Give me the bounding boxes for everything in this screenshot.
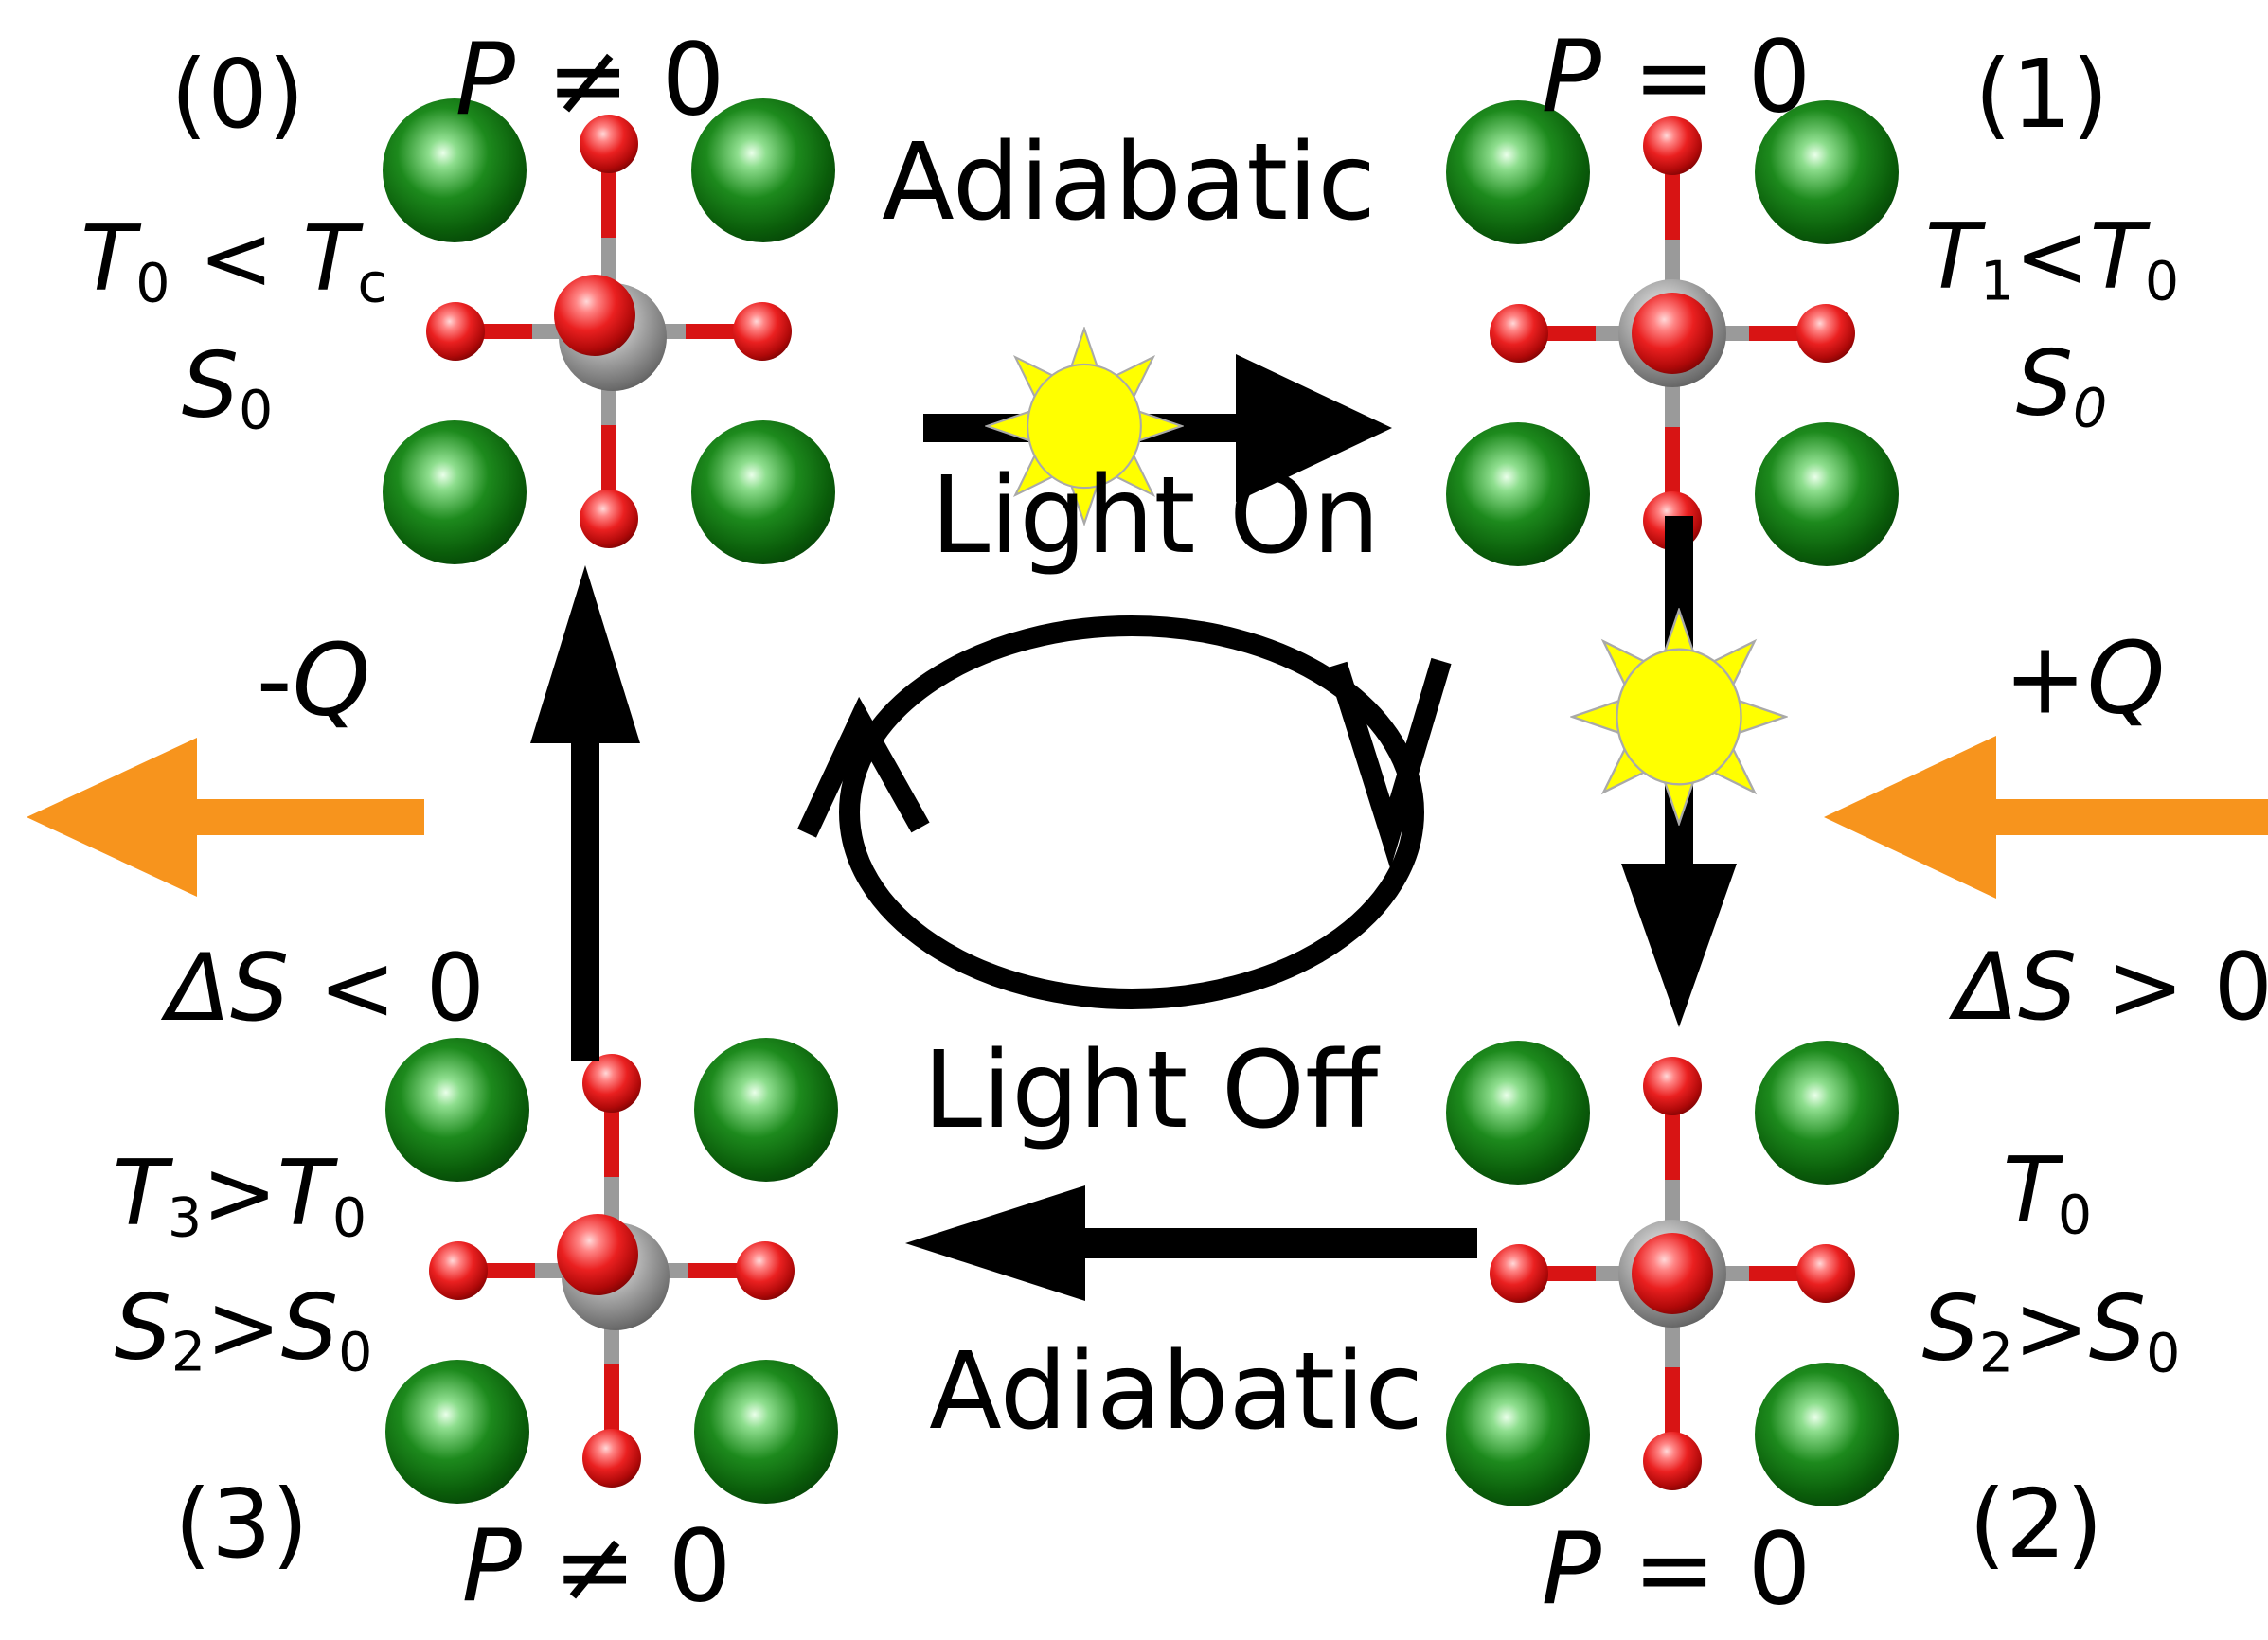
state0-entropy: S0: [181, 333, 274, 442]
oxygen-sphere: [580, 115, 638, 173]
oxygen-sphere: [1490, 1244, 1548, 1303]
oxygen-sphere: [1490, 304, 1548, 363]
state3-index: (3): [174, 1469, 309, 1579]
state1-index: (1): [1974, 39, 2109, 150]
oxygen-sphere: [582, 1429, 641, 1488]
crystal-structure-state-0: [383, 98, 835, 564]
cation-sphere: [1446, 100, 1590, 244]
adiabatic-label-top: Adiabatic: [882, 121, 1376, 244]
central-oxygen-centered: [1632, 1233, 1713, 1314]
cation-sphere: [1755, 100, 1899, 244]
cation-sphere: [1446, 1363, 1590, 1506]
state0-polarization: P ≠ 0: [455, 22, 725, 138]
state3-polarization: P ≠ 0: [461, 1508, 732, 1625]
entropy-decrease-label: ΔS < 0: [166, 935, 486, 1043]
state0-index: (0): [170, 39, 305, 150]
heat-release-up-arrow: [530, 565, 640, 1061]
state2-index: (2): [1969, 1469, 2103, 1579]
sun-icon-heat: [1571, 609, 1787, 825]
state3-temperature: T3>T0: [112, 1141, 367, 1250]
oxygen-sphere: [1796, 304, 1855, 363]
heat-out-orange-arrow: [27, 738, 424, 897]
entropy-increase-label: ΔS > 0: [1954, 934, 2268, 1042]
heat-in-orange-arrow: [1824, 736, 2268, 899]
light-on-label: Light On: [930, 455, 1381, 578]
state1-temperature: T1<T0: [1924, 205, 2180, 313]
cation-sphere: [1446, 422, 1590, 566]
cation-sphere: [1755, 1363, 1899, 1506]
cation-spheres: [385, 1038, 838, 1504]
central-oxygen-displaced: [554, 275, 635, 356]
cation-sphere: [694, 1038, 838, 1182]
central-oxygen-centered: [1632, 293, 1713, 374]
cation-sphere: [691, 420, 835, 564]
cation-sphere: [385, 1360, 529, 1504]
state0-temperature: T0 < Tc: [80, 206, 387, 315]
oxygen-sphere: [1643, 1057, 1702, 1115]
cation-sphere: [1755, 1041, 1899, 1185]
adiabatic-label-bottom: Adiabatic: [929, 1330, 1423, 1453]
state2-polarization: P = 0: [1541, 1511, 1812, 1628]
cycle-arrowhead-right: [1327, 657, 1452, 869]
cation-sphere: [694, 1360, 838, 1504]
heat-absorb-label: +Q: [2003, 620, 2166, 737]
cation-sphere: [1755, 422, 1899, 566]
oxygen-sphere: [733, 302, 792, 361]
oxygen-sphere: [429, 1241, 488, 1300]
clockwise-cycle-icon: [797, 615, 1452, 1009]
oxygen-sphere: [736, 1241, 795, 1300]
crystal-structure-state-1: [1446, 100, 1899, 566]
crystal-structure-state-3: [385, 1038, 838, 1504]
light-off-arrow: [905, 1185, 1477, 1301]
cation-sphere: [691, 98, 835, 242]
oxygen-sphere: [1796, 1244, 1855, 1303]
cation-sphere: [383, 420, 527, 564]
oxygen-sphere: [426, 302, 485, 361]
state2-entropy: S2>S0: [1921, 1276, 2181, 1385]
state1-polarization: P = 0: [1541, 19, 1812, 135]
cycle-arrowhead-left: [797, 696, 930, 838]
light-off-label: Light Off: [922, 1029, 1379, 1152]
heat-release-label: -Q: [256, 622, 371, 739]
cation-sphere: [385, 1038, 529, 1182]
state2-temperature: T0: [2002, 1138, 2093, 1247]
cation-sphere: [1446, 1041, 1590, 1185]
state1-entropy: S0: [2015, 331, 2108, 440]
crystal-structure-state-2: [1446, 1041, 1899, 1506]
oxygen-sphere: [1643, 116, 1702, 175]
cation-spheres: [383, 98, 835, 564]
oxygen-sphere: [582, 1054, 641, 1113]
oxygen-sphere: [1643, 1432, 1702, 1490]
oxygen-sphere: [580, 490, 638, 548]
state3-entropy: S2>S0: [114, 1275, 373, 1384]
cation-sphere: [383, 98, 527, 242]
cation-spheres: [1446, 100, 1899, 566]
central-oxygen-displaced: [557, 1214, 638, 1295]
cation-spheres: [1446, 1041, 1899, 1506]
